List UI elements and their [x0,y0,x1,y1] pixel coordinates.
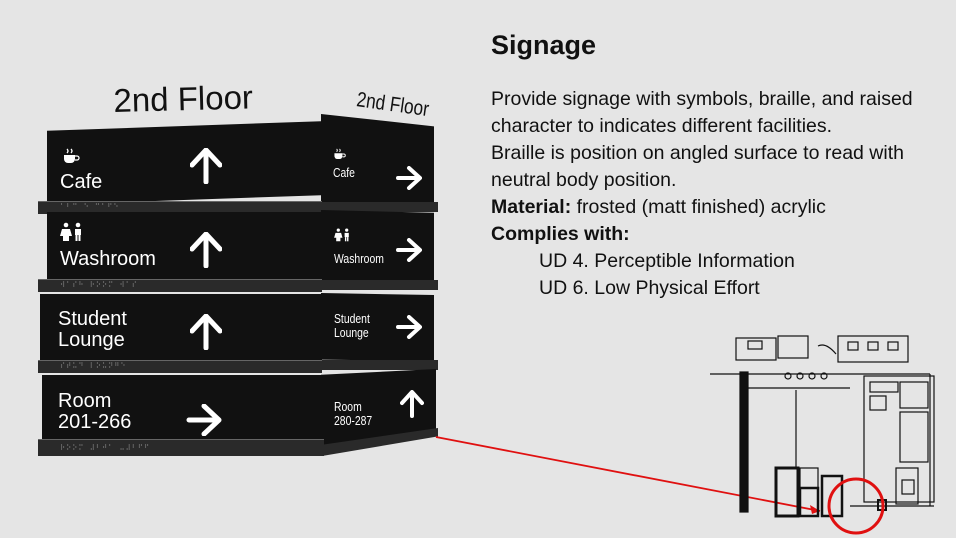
arrow-up-icon [190,314,222,350]
braille-strip-cafe-side [322,202,438,212]
material-label: Material: [491,196,572,218]
floor-plan-map [710,335,935,535]
complies-item: UD 4. Perceptible Information [539,250,795,272]
panel-label-washroom: Washroom [60,248,156,270]
panel-side-label-washroom: Washroom [334,251,384,266]
panel-side-label-student-lounge: Student Lounge [334,311,370,340]
complies-item: UD 6. Low Physical Effort [539,277,760,299]
braille-dots: ⠎⠞⠥⠙ ⠇⠕⠥⠝⠛⠑ [60,362,127,370]
paragraph-braille-position: Braille is position on angled surface to… [491,142,904,191]
braille-strip-cafe [38,201,322,214]
panel-label-student-lounge: Student Lounge [58,308,127,351]
braille-strip-washroom-side [322,280,438,290]
restroom-icon [60,222,81,241]
arrow-right-icon [186,404,222,436]
sign-panel-washroom [47,212,321,280]
arrow-right-icon [396,238,422,262]
sign-panel-student-lounge [40,294,322,362]
slide-body: Provide signage with symbols, braille, a… [491,86,931,302]
arrow-right-icon [396,166,422,190]
arrow-up-icon [400,390,424,418]
panel-side-label-room: Room 280-287 [334,399,373,428]
panel-label-cafe: Cafe [60,171,103,193]
material-line: Material: frosted (matt finished) acryli… [491,194,931,221]
complies-heading: Complies with: [491,223,630,245]
material-value: frosted (matt finished) acrylic [571,196,826,218]
braille-dots: ⠁⠃⠉ ⠑ ⠉⠁⠋⠑ [60,203,120,211]
coffee-cup-icon [64,148,80,163]
braille-strip-student-lounge [38,360,322,373]
sign-panel-room [42,375,322,449]
braille-strip-room [38,439,324,456]
braille-strip-washroom [38,279,322,292]
arrow-up-icon [190,232,222,268]
arrow-right-icon [396,315,422,339]
braille-dots: ⠗⠕⠕⠍ ⠼⠃⠚⠁ ⠤⠼⠃⠋⠋ [60,444,151,452]
panel-side-label-cafe: Cafe [333,165,355,180]
braille-dots: ⠺⠁⠎⠓ ⠗⠕⠕⠍ ⠺⠁⠎ [60,281,138,289]
arrow-up-icon [190,148,222,184]
coffee-cup-icon [334,148,346,160]
panel-label-room: Room 201-266 [58,390,132,433]
slide-title: Signage [491,30,597,60]
paragraph-symbols-braille: Provide signage with symbols, braille, a… [491,88,913,137]
highlight-circle [827,477,885,535]
braille-strip-student-lounge-side [322,360,438,370]
restroom-icon [334,228,349,242]
